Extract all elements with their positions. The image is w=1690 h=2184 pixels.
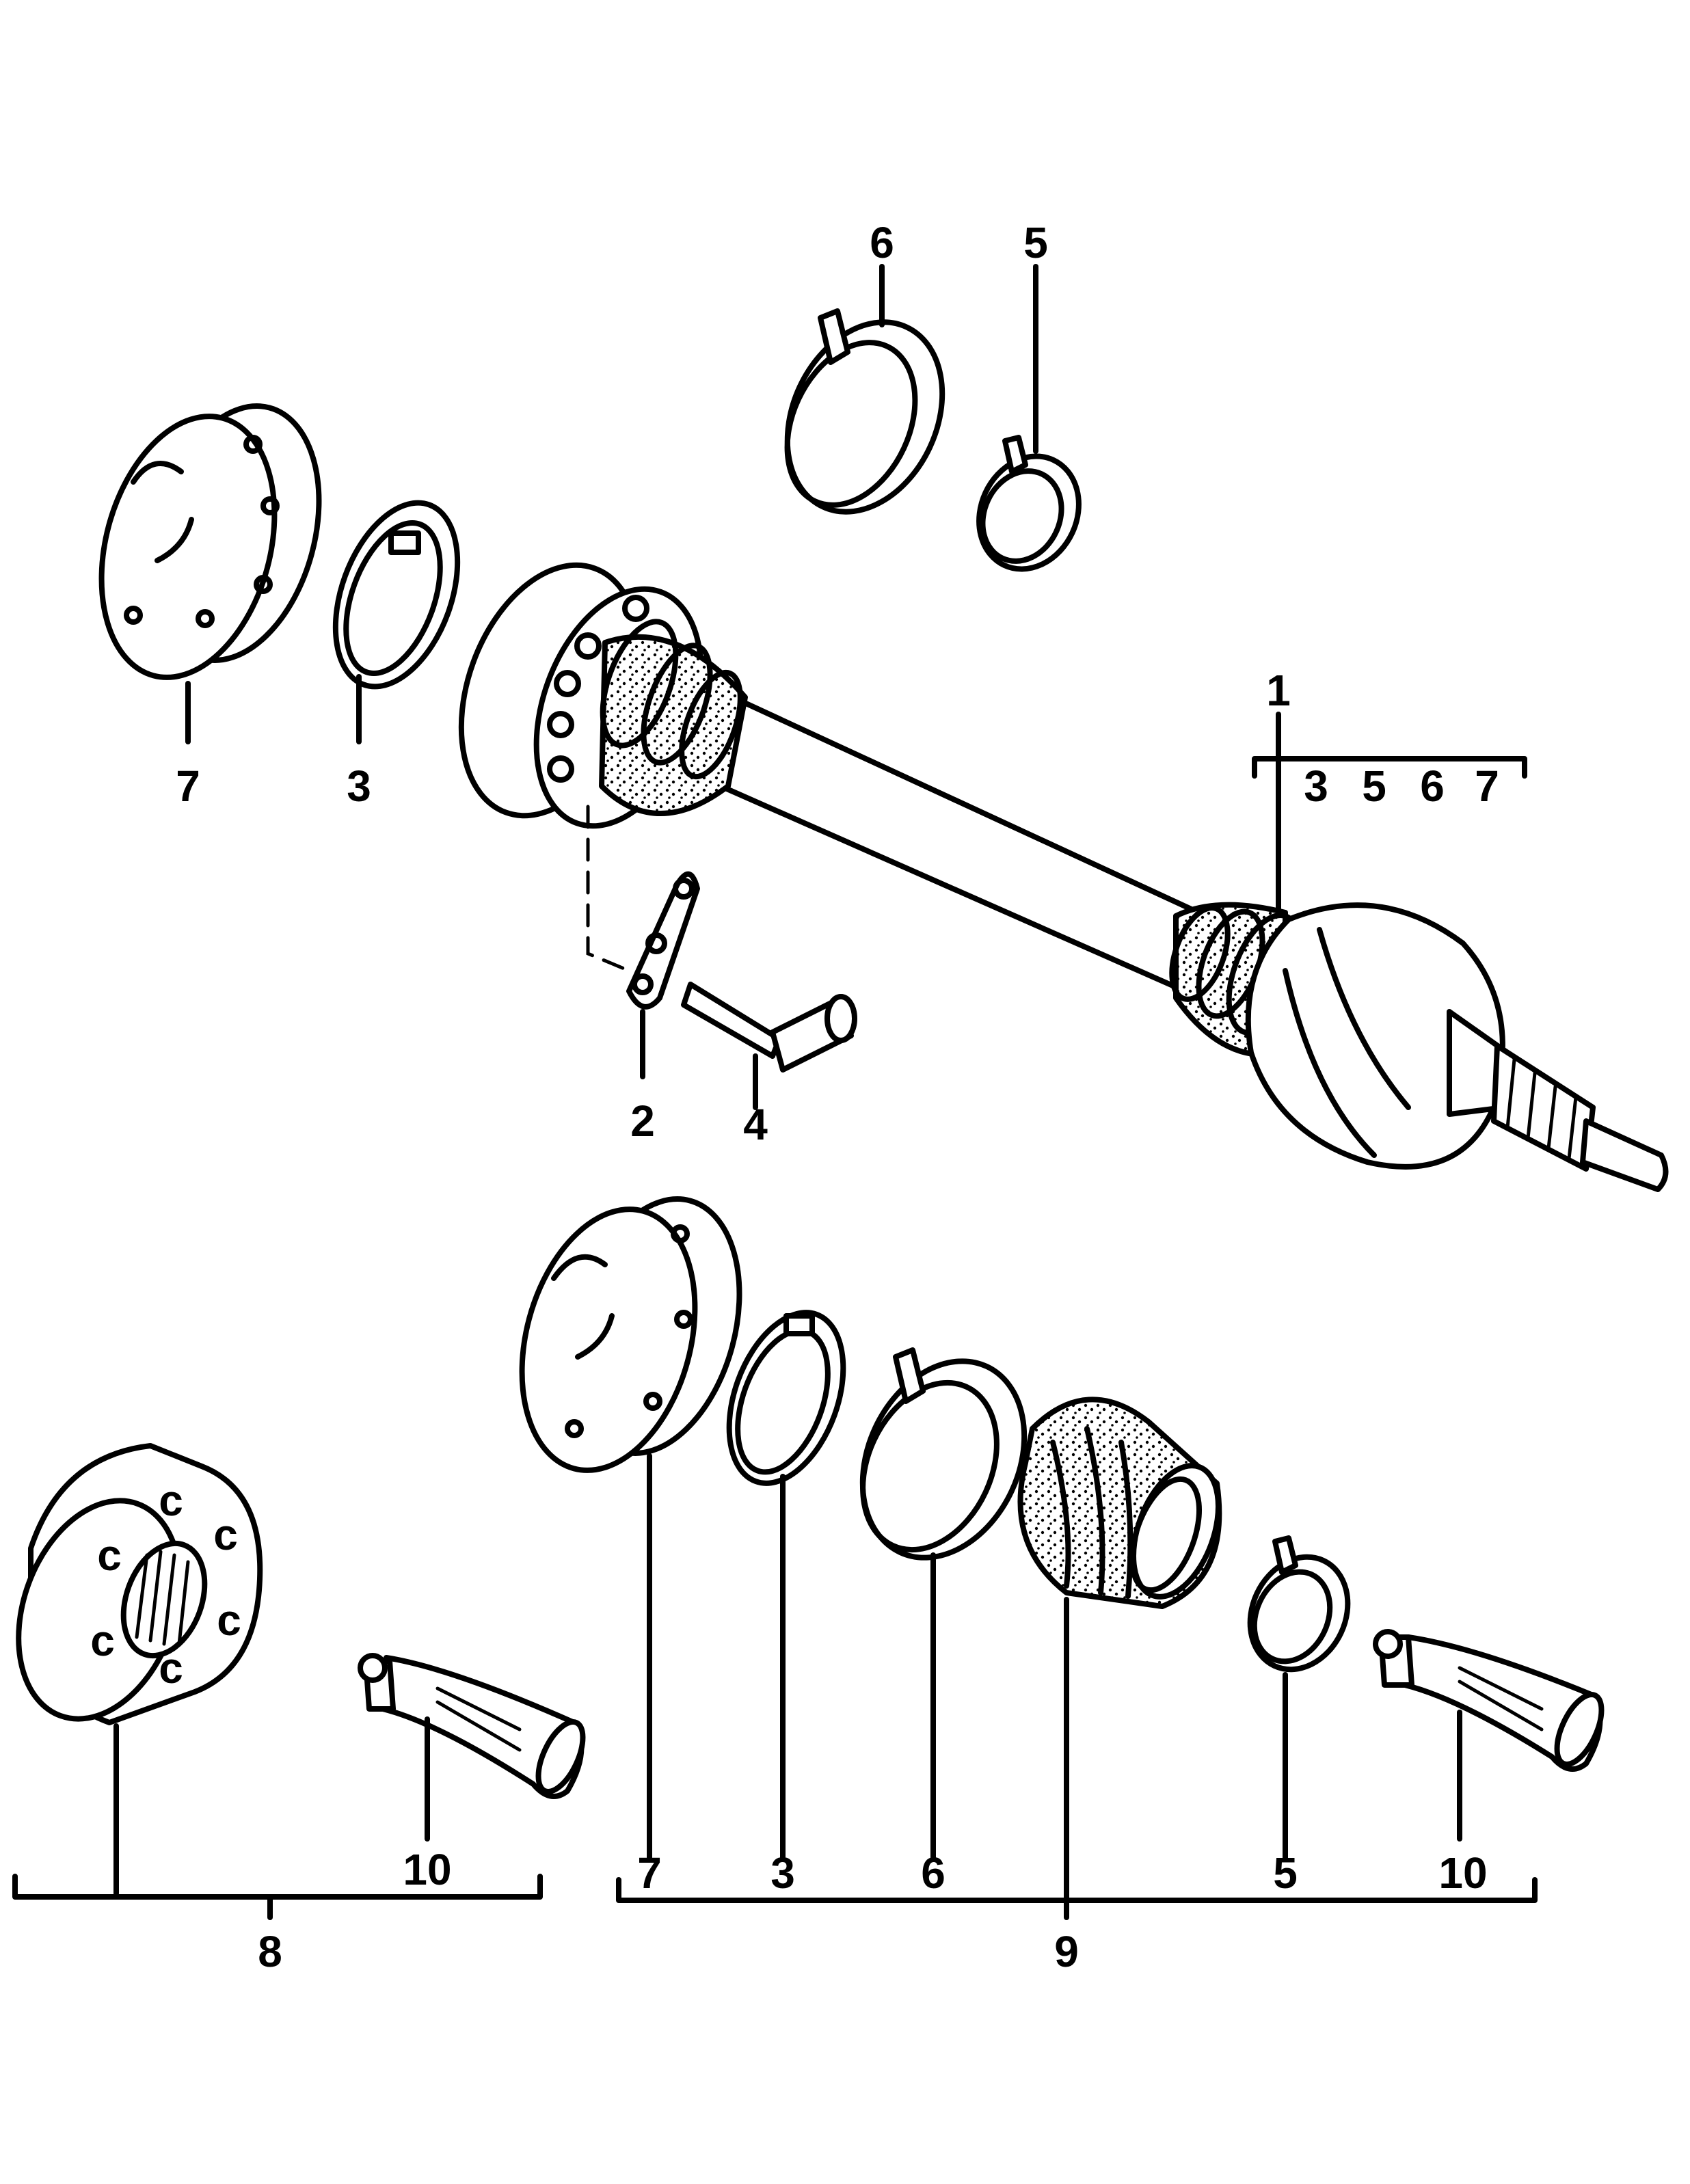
callout-3-bottom: 3 bbox=[770, 1848, 795, 1898]
kit-8-bracket bbox=[12, 1874, 543, 1920]
callout-3-top: 3 bbox=[347, 761, 371, 811]
clamp-5-top-part bbox=[976, 435, 1082, 572]
clamp-6-top-part bbox=[784, 308, 945, 515]
circlip-3-top-part bbox=[332, 500, 461, 690]
kit-1-content-7: 7 bbox=[1475, 761, 1499, 811]
securing-plate-2-part bbox=[626, 871, 700, 1010]
kit-1-content-6: 6 bbox=[1420, 761, 1445, 811]
cap-7-bottom-part bbox=[519, 1196, 742, 1473]
callout-4: 4 bbox=[743, 1100, 768, 1149]
callout-7-bottom: 7 bbox=[637, 1848, 662, 1898]
grease-tube-10-right-part bbox=[1373, 1629, 1605, 1772]
kit-9-bracket bbox=[616, 1877, 1538, 1920]
clamp-6-bottom-part bbox=[859, 1347, 1028, 1561]
boot-9-part bbox=[1017, 1397, 1222, 1609]
callout-6-bottom: 6 bbox=[921, 1848, 945, 1898]
svg-text:c: c bbox=[213, 1510, 238, 1559]
kit-1-content-3: 3 bbox=[1304, 761, 1328, 811]
callout-2: 2 bbox=[630, 1096, 655, 1146]
clamp-5-bottom-part bbox=[1247, 1535, 1351, 1673]
callout-10-left: 10 bbox=[403, 1845, 451, 1894]
kit-1-bracket bbox=[1252, 712, 1527, 912]
callout-5-top: 5 bbox=[1023, 218, 1048, 267]
callout-9: 9 bbox=[1054, 1927, 1079, 1976]
svg-text:c: c bbox=[90, 1616, 115, 1665]
svg-text:c: c bbox=[97, 1531, 122, 1580]
svg-text:c: c bbox=[159, 1476, 183, 1525]
svg-text:c: c bbox=[159, 1643, 183, 1693]
callout-8: 8 bbox=[258, 1927, 282, 1976]
socket-bolt-4-part bbox=[681, 982, 857, 1073]
svg-text:c: c bbox=[217, 1595, 241, 1645]
kit-1-content-5: 5 bbox=[1362, 761, 1386, 811]
grease-tube-10-left-part bbox=[358, 1653, 586, 1799]
callout-10-right: 10 bbox=[1438, 1848, 1487, 1898]
circlip-3-bottom-part bbox=[726, 1310, 846, 1486]
callout-5-bottom: 5 bbox=[1273, 1848, 1298, 1898]
callout-7-top: 7 bbox=[176, 761, 200, 811]
drive-shaft-assembly bbox=[458, 562, 1669, 1192]
callout-1: 1 bbox=[1266, 666, 1291, 715]
cv-joint-8-part: c c c c c c bbox=[16, 1443, 263, 1725]
callout-6-top: 6 bbox=[870, 218, 894, 267]
cap-7-top-part bbox=[98, 403, 322, 680]
